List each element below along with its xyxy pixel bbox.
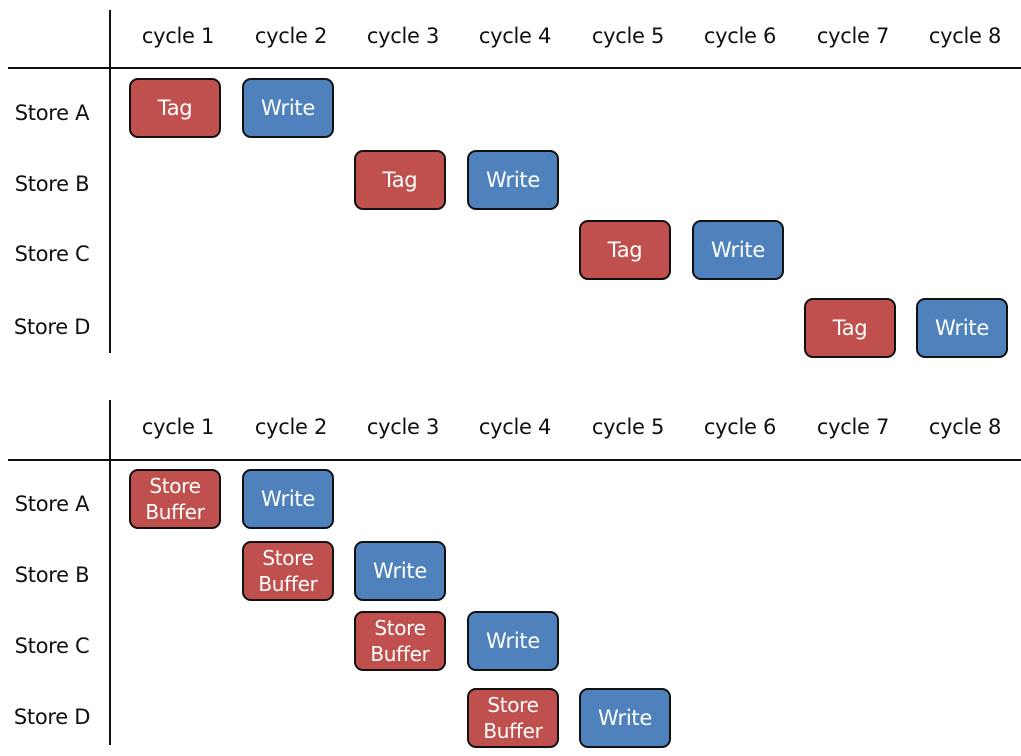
cycle-header-4: cycle 4 bbox=[478, 415, 552, 439]
cycle-header-5: cycle 5 bbox=[591, 415, 665, 439]
cycle-header-8: cycle 8 bbox=[928, 24, 1002, 48]
cycle-header-2: cycle 2 bbox=[254, 24, 328, 48]
row-label-store-a: Store A bbox=[14, 101, 90, 125]
row-label-store-c: Store C bbox=[14, 242, 90, 266]
op-write-store-b: Write bbox=[354, 541, 446, 601]
cycle-header-2: cycle 2 bbox=[254, 415, 328, 439]
op-tag-store-d: Tag bbox=[804, 298, 896, 358]
row-label-store-d: Store D bbox=[13, 315, 91, 339]
op-write-store-b: Write bbox=[467, 150, 559, 210]
op-store-buffer-store-d: Store Buffer bbox=[467, 688, 559, 748]
op-store-buffer-store-a: Store Buffer bbox=[129, 469, 221, 529]
cycle-header-4: cycle 4 bbox=[478, 24, 552, 48]
op-tag-store-a: Tag bbox=[129, 78, 221, 138]
op-write-store-a: Write bbox=[242, 78, 334, 138]
row-label-store-a: Store A bbox=[14, 492, 90, 516]
cycle-header-7: cycle 7 bbox=[816, 24, 890, 48]
op-tag-store-c: Tag bbox=[579, 220, 671, 280]
op-store-buffer-store-c: Store Buffer bbox=[354, 611, 446, 671]
op-write-store-d: Write bbox=[916, 298, 1008, 358]
table-divider-horizontal bbox=[8, 67, 1021, 69]
op-write-store-d: Write bbox=[579, 688, 671, 748]
table-divider-horizontal bbox=[8, 459, 1021, 461]
op-store-buffer-store-b: Store Buffer bbox=[242, 541, 334, 601]
cycle-header-1: cycle 1 bbox=[141, 415, 215, 439]
table-divider-vertical bbox=[109, 400, 111, 745]
cycle-header-1: cycle 1 bbox=[141, 24, 215, 48]
table-divider-vertical bbox=[109, 10, 111, 353]
row-label-store-b: Store B bbox=[14, 172, 90, 196]
row-label-store-b: Store B bbox=[14, 563, 90, 587]
cycle-header-3: cycle 3 bbox=[366, 415, 440, 439]
cycle-header-8: cycle 8 bbox=[928, 415, 1002, 439]
cycle-header-6: cycle 6 bbox=[703, 415, 777, 439]
row-label-store-d: Store D bbox=[13, 705, 91, 729]
op-write-store-c: Write bbox=[692, 220, 784, 280]
cycle-header-3: cycle 3 bbox=[366, 24, 440, 48]
op-write-store-c: Write bbox=[467, 611, 559, 671]
cycle-header-5: cycle 5 bbox=[591, 24, 665, 48]
op-tag-store-b: Tag bbox=[354, 150, 446, 210]
cycle-header-7: cycle 7 bbox=[816, 415, 890, 439]
op-write-store-a: Write bbox=[242, 469, 334, 529]
row-label-store-c: Store C bbox=[14, 634, 90, 658]
cycle-header-6: cycle 6 bbox=[703, 24, 777, 48]
